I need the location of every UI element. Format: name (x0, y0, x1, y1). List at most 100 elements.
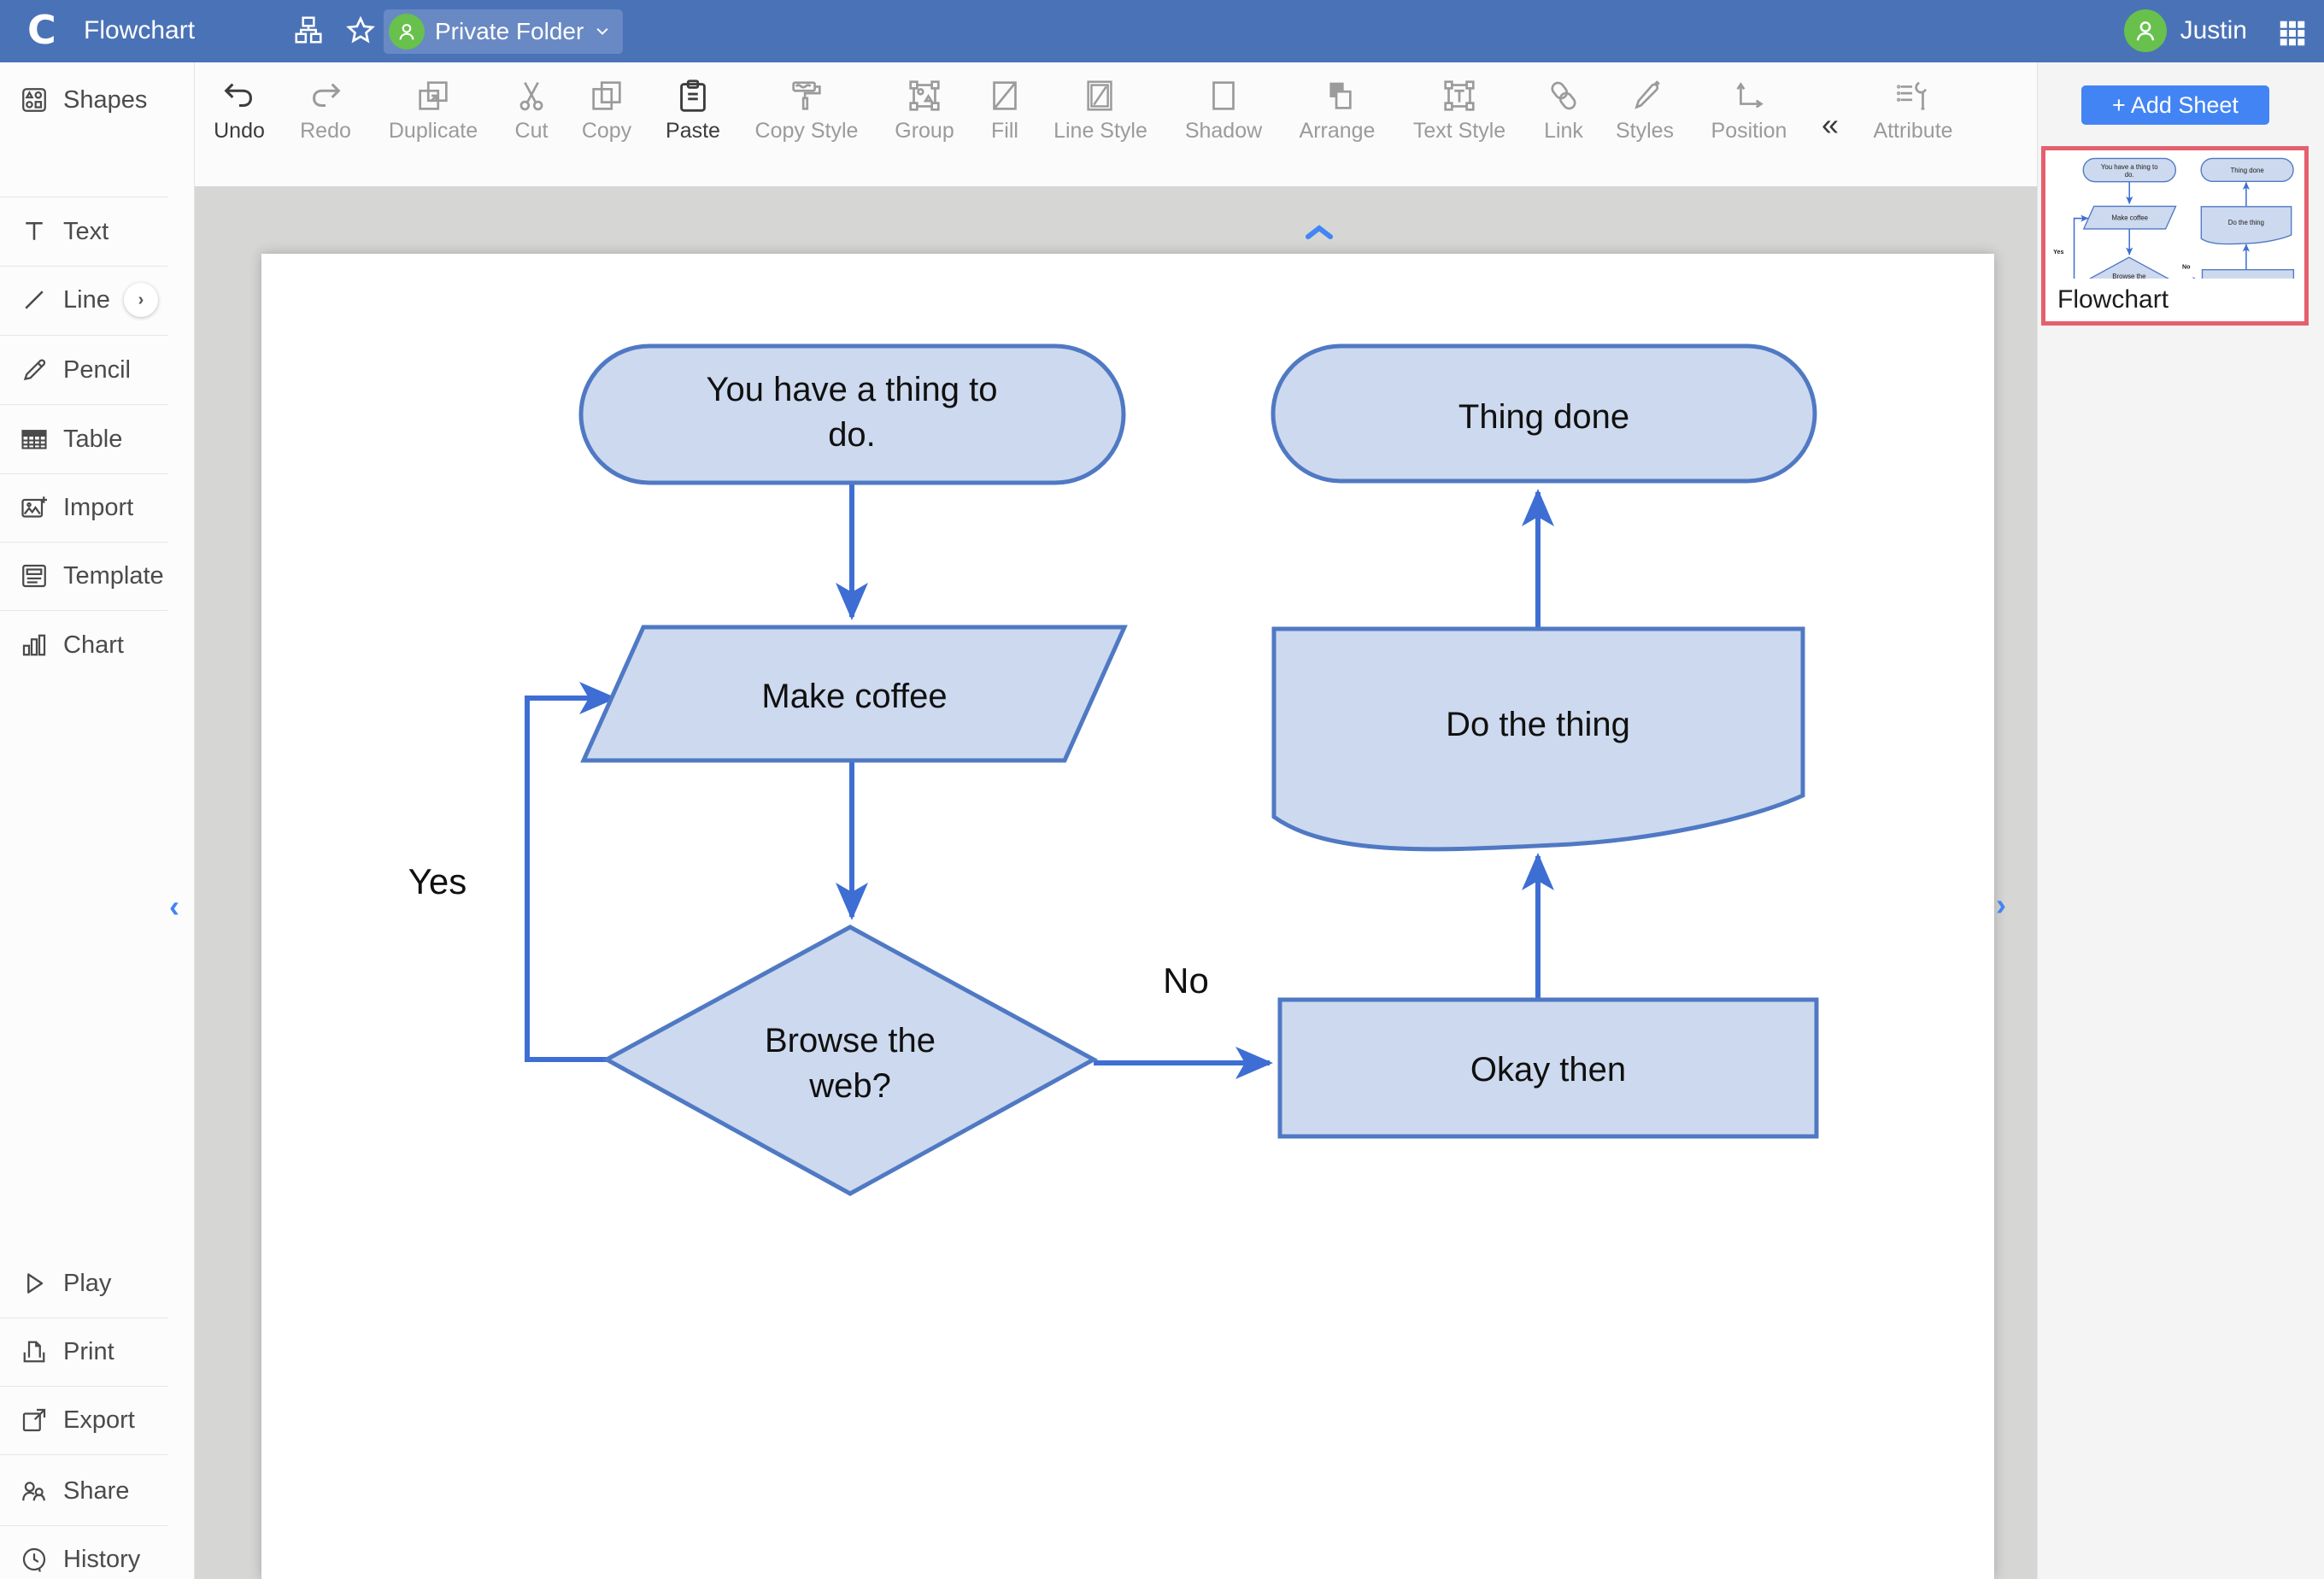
toolbar-shadow-button[interactable]: Shadow (1159, 76, 1288, 144)
edge-yes-loop[interactable] (525, 682, 617, 1062)
sheets-panel: + Add Sheet (2037, 62, 2324, 1579)
template-icon (22, 564, 46, 588)
line-options-expander[interactable]: › (124, 283, 158, 317)
tools-sidebar: Shapes Text Line › Pencil Table (0, 62, 195, 1579)
label-decision: Browse the web? (764, 1022, 936, 1105)
sidebar-item-line[interactable]: Line (0, 266, 194, 334)
sidebar-item-export[interactable]: Export (0, 1386, 194, 1454)
app-logo[interactable]: C (27, 7, 56, 53)
svg-text:No: No (2182, 263, 2191, 270)
sidebar-item-template[interactable]: Template (0, 542, 194, 610)
divider (0, 1454, 167, 1455)
collapse-toolbar-left-icon[interactable]: « (1822, 107, 1840, 142)
label-yes: Yes (408, 861, 467, 901)
svg-text:You have a thing to: You have a thing to (2101, 163, 2158, 171)
sheet-name: Flowchart (2045, 279, 2304, 321)
top-bar: C Flowchart Private Folder (0, 0, 2324, 62)
svg-text:Okay then: Okay then (2233, 278, 2263, 279)
sidebar-item-pencil[interactable]: Pencil (0, 336, 194, 404)
toolbar-cut-button[interactable]: Cut (467, 76, 596, 144)
toolbar-position-button[interactable]: Position (1685, 76, 1813, 144)
sidebar-item-play[interactable]: Play (0, 1249, 194, 1318)
toolbar-link-button[interactable]: Link (1499, 76, 1628, 144)
label-done: Thing done (1458, 398, 1630, 436)
toolbar-styles-button[interactable]: Styles (1581, 76, 1709, 144)
flowchart-graphics (525, 343, 1819, 1196)
sidebar-item-text[interactable]: Text (0, 197, 194, 266)
folder-avatar-icon (389, 14, 425, 50)
star-favorite-icon[interactable] (343, 14, 378, 52)
toolbar-arrange-button[interactable]: Arrange (1273, 76, 1401, 144)
label-dothing: Do the thing (1446, 706, 1630, 743)
node-start-terminator[interactable] (578, 343, 1126, 485)
user-menu[interactable]: Justin (2123, 9, 2247, 52)
label-start: You have a thing to do. (706, 371, 998, 454)
table-icon (21, 430, 47, 449)
share-people-icon (22, 1482, 45, 1501)
svg-text:Yes: Yes (2053, 249, 2063, 255)
node-okay-rectangle[interactable] (1277, 997, 1819, 1139)
export-icon (22, 1408, 46, 1432)
sheet-thumbnail-preview: You have a thing to do. Thing done Make … (2045, 150, 2304, 279)
node-done-terminator[interactable] (1271, 343, 1817, 484)
toolbar-text-style-button[interactable]: Text Style (1395, 76, 1523, 144)
sidebar-item-shapes[interactable]: Shapes (0, 66, 194, 134)
svg-text:Do the thing: Do the thing (2228, 219, 2264, 226)
sidebar-item-import[interactable]: Import (0, 473, 194, 542)
user-avatar (2123, 9, 2167, 52)
document-title: Flowchart (84, 16, 196, 44)
sidebar-item-print[interactable]: Print (0, 1318, 194, 1386)
folder-selector[interactable]: Private Folder (384, 9, 624, 54)
label-coffee: Make coffee (761, 678, 948, 715)
sidebar-item-share[interactable]: Share (0, 1457, 194, 1525)
print-icon (23, 1341, 45, 1363)
divider (0, 610, 167, 611)
sidebar-item-chart[interactable]: Chart (0, 611, 194, 679)
toolbar-undo-button[interactable]: Undo (175, 76, 303, 144)
import-image-icon (21, 496, 47, 518)
apps-grid-icon[interactable] (2276, 17, 2309, 54)
node-coffee-parallelogram[interactable] (580, 625, 1128, 763)
divider (0, 266, 167, 267)
toolbar-group-button[interactable]: Group (860, 76, 989, 144)
sidebar-item-history[interactable]: History (0, 1525, 194, 1579)
toolbar-redo-button[interactable]: Redo (261, 76, 390, 144)
node-dothing-document[interactable] (1271, 626, 1805, 852)
user-name: Justin (2180, 16, 2247, 44)
pencil-icon (23, 359, 46, 380)
shapes-icon (22, 88, 46, 112)
line-icon (25, 291, 44, 309)
node-decision-diamond[interactable] (602, 925, 1099, 1196)
chevron-up-icon[interactable] (1303, 223, 1335, 246)
toolbar-duplicate-button[interactable]: Duplicate (369, 76, 497, 144)
toolbar-paste-button[interactable]: Paste (629, 76, 757, 144)
thumbnail-graphics: You have a thing to do. Thing done Make … (2053, 157, 2295, 279)
play-icon (27, 1273, 44, 1294)
divider (0, 542, 167, 543)
add-sheet-button[interactable]: + Add Sheet (2081, 85, 2269, 125)
connectors (525, 484, 1554, 1079)
svg-text:Browse the: Browse the (2112, 273, 2145, 279)
toolbar-copy-style-button[interactable]: Copy Style (742, 76, 871, 144)
folder-name: Private Folder (435, 18, 584, 44)
divider (0, 473, 167, 474)
sidebar-item-table[interactable]: Table (0, 405, 194, 473)
toolbar-line-style-button[interactable]: Line Style (1036, 76, 1165, 144)
divider (0, 1386, 167, 1387)
org-chart-icon[interactable] (292, 14, 325, 50)
toolbar-copy-button[interactable]: Copy (543, 76, 671, 144)
expand-right-panel-icon[interactable]: › (1996, 887, 2006, 922)
shapes (578, 343, 1819, 1196)
label-okay: Okay then (1470, 1051, 1627, 1089)
toolbar-attribute-button[interactable]: Attribute (1849, 76, 1977, 144)
text-icon (26, 221, 43, 240)
collapse-left-panel-icon[interactable]: ‹ (169, 889, 179, 924)
chevron-down-icon (596, 27, 608, 35)
divider (0, 404, 167, 405)
sheet-thumbnail-card[interactable]: You have a thing to do. Thing done Make … (2041, 146, 2309, 326)
toolbar-fill-button[interactable]: Fill (941, 76, 1069, 144)
svg-text:do.: do. (2125, 171, 2134, 179)
label-no: No (1163, 960, 1209, 1001)
svg-text:Make coffee: Make coffee (2111, 214, 2148, 221)
